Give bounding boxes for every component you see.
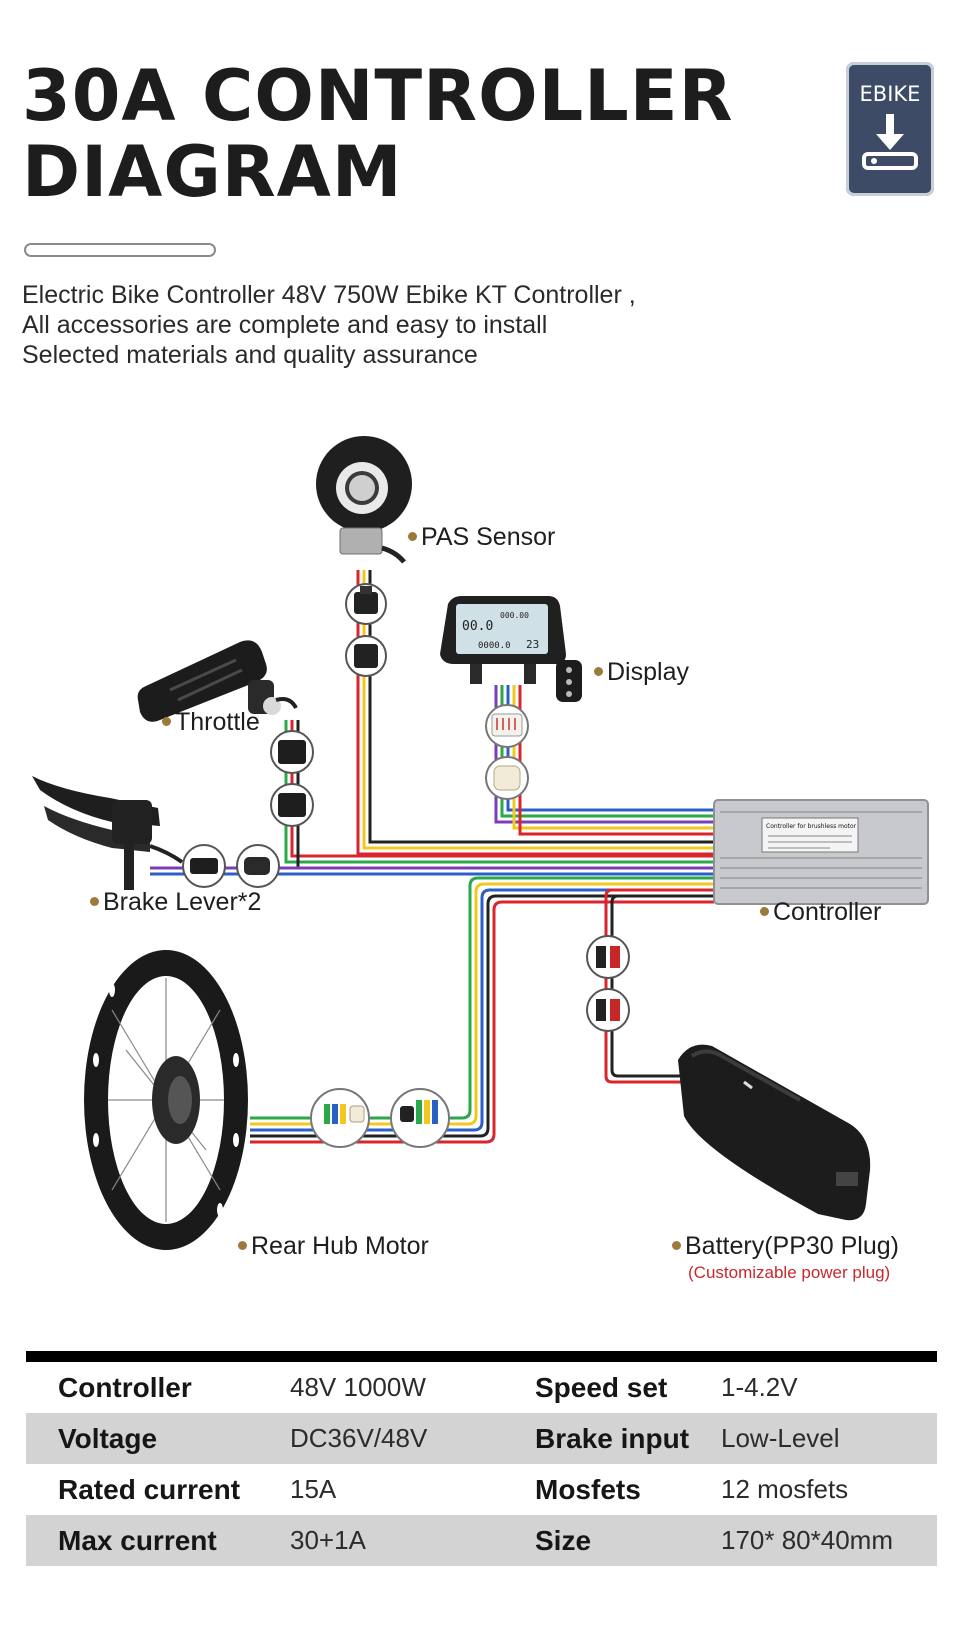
brake-connector-male[interactable] [182, 844, 226, 888]
spec-key: Size [535, 1515, 721, 1566]
label-dot [760, 906, 769, 916]
spec-key: Mosfets [535, 1473, 641, 1505]
display-temp: 23 [526, 638, 539, 651]
spec-key: Controller [58, 1371, 192, 1403]
lcd-display-image: 00.0 000.00 0000.0 23 [440, 596, 582, 702]
label-dot [162, 716, 171, 726]
battery-label: Battery(PP30 Plug) [672, 1232, 899, 1261]
badge-label: EBIKE [859, 82, 921, 106]
throttle-image [137, 640, 298, 722]
table-row: Controller 48V 1000W Speed set 1-4.2V [26, 1362, 937, 1413]
spec-value: 30+1A [290, 1515, 535, 1566]
spec-key: Rated current [58, 1473, 241, 1505]
table-row: Max current 30+1A Size 170* 80*40mm [26, 1515, 937, 1566]
description-line: All accessories are complete and easy to… [22, 311, 548, 339]
brake-lever-image [32, 776, 184, 890]
spec-value: 1-4.2V [721, 1372, 798, 1402]
wiring-diagram: 00.0 000.00 0000.0 23 [32, 436, 929, 1250]
spec-value: 12 mosfets [721, 1474, 849, 1504]
brake-wire [150, 866, 714, 876]
label-dot [90, 896, 99, 906]
spec-key: Speed set [535, 1371, 668, 1403]
brake-connector-female[interactable] [236, 844, 280, 888]
pas-sensor-image [316, 436, 412, 564]
display-odo: 0000.0 [478, 641, 511, 651]
battery-image [678, 1044, 871, 1221]
label-dot [408, 531, 417, 541]
spec-value: 15A [290, 1474, 337, 1504]
battery-connector-top[interactable] [586, 935, 630, 979]
table-row: Voltage DC36V/48V Brake input Low-Level [26, 1413, 937, 1464]
display-trip: 000.00 [500, 611, 529, 620]
ebike-download-badge[interactable]: EBIKE [846, 62, 934, 196]
spec-value: DC36V/48V [290, 1413, 535, 1464]
battery-note: (Customizable power plug) [688, 1263, 891, 1282]
spec-key: Max current [26, 1515, 290, 1566]
spec-value: Low-Level [721, 1413, 937, 1464]
rear-hub-motor-label: Rear Hub Motor [238, 1232, 429, 1261]
description-line: Electric Bike Controller 48V 750W Ebike … [22, 281, 636, 309]
decorative-pill-divider [24, 243, 216, 257]
label-dot [594, 666, 603, 676]
battery-connector-bottom[interactable] [586, 988, 630, 1032]
label-dot [238, 1240, 247, 1250]
controller-image: Controller for brushless motor [713, 799, 929, 905]
motor-connector-female[interactable] [390, 1088, 450, 1148]
controller-sticker-text: Controller for brushless motor [766, 823, 857, 830]
motor-wire [250, 876, 714, 1144]
display-label: Display [594, 658, 689, 687]
title-line-1: 30A CONTROLLER [22, 55, 734, 137]
spec-key: Voltage [26, 1413, 290, 1464]
controller-label: Controller [760, 898, 881, 927]
description-line: Selected materials and quality assurance [22, 341, 478, 369]
page-title: 30A CONTROLLER DIAGRAM [22, 58, 734, 210]
spec-value: 48V 1000W [290, 1372, 426, 1402]
download-icon [862, 114, 918, 170]
motor-connector-male[interactable] [310, 1088, 370, 1148]
display-speed: 00.0 [462, 619, 493, 634]
spec-value: 170* 80*40mm [721, 1515, 937, 1566]
title-line-2: DIAGRAM [22, 131, 403, 213]
throttle-connector-female[interactable] [270, 783, 314, 827]
spec-table: Controller 48V 1000W Speed set 1-4.2V Vo… [26, 1362, 937, 1566]
throttle-connector-male[interactable] [270, 730, 314, 774]
display-connector-female[interactable] [485, 756, 529, 800]
pas-connector-female[interactable] [345, 635, 387, 677]
table-row: Rated current 15A Mosfets 12 mosfets [26, 1464, 937, 1515]
pas-connector-male[interactable] [345, 583, 387, 625]
throttle-label: Throttle [162, 708, 260, 737]
display-connector-male[interactable] [485, 704, 529, 748]
display-wire [494, 685, 714, 836]
spec-table-top-bar [26, 1351, 937, 1362]
spec-key: Brake input [535, 1413, 721, 1464]
brake-lever-label: Brake Lever*2 [90, 888, 261, 917]
pas-sensor-label: PAS Sensor [408, 523, 555, 552]
label-dot [672, 1240, 681, 1250]
battery-wire [604, 888, 714, 1084]
product-description: Electric Bike Controller 48V 750W Ebike … [22, 280, 636, 370]
rear-hub-motor-image [84, 950, 248, 1250]
